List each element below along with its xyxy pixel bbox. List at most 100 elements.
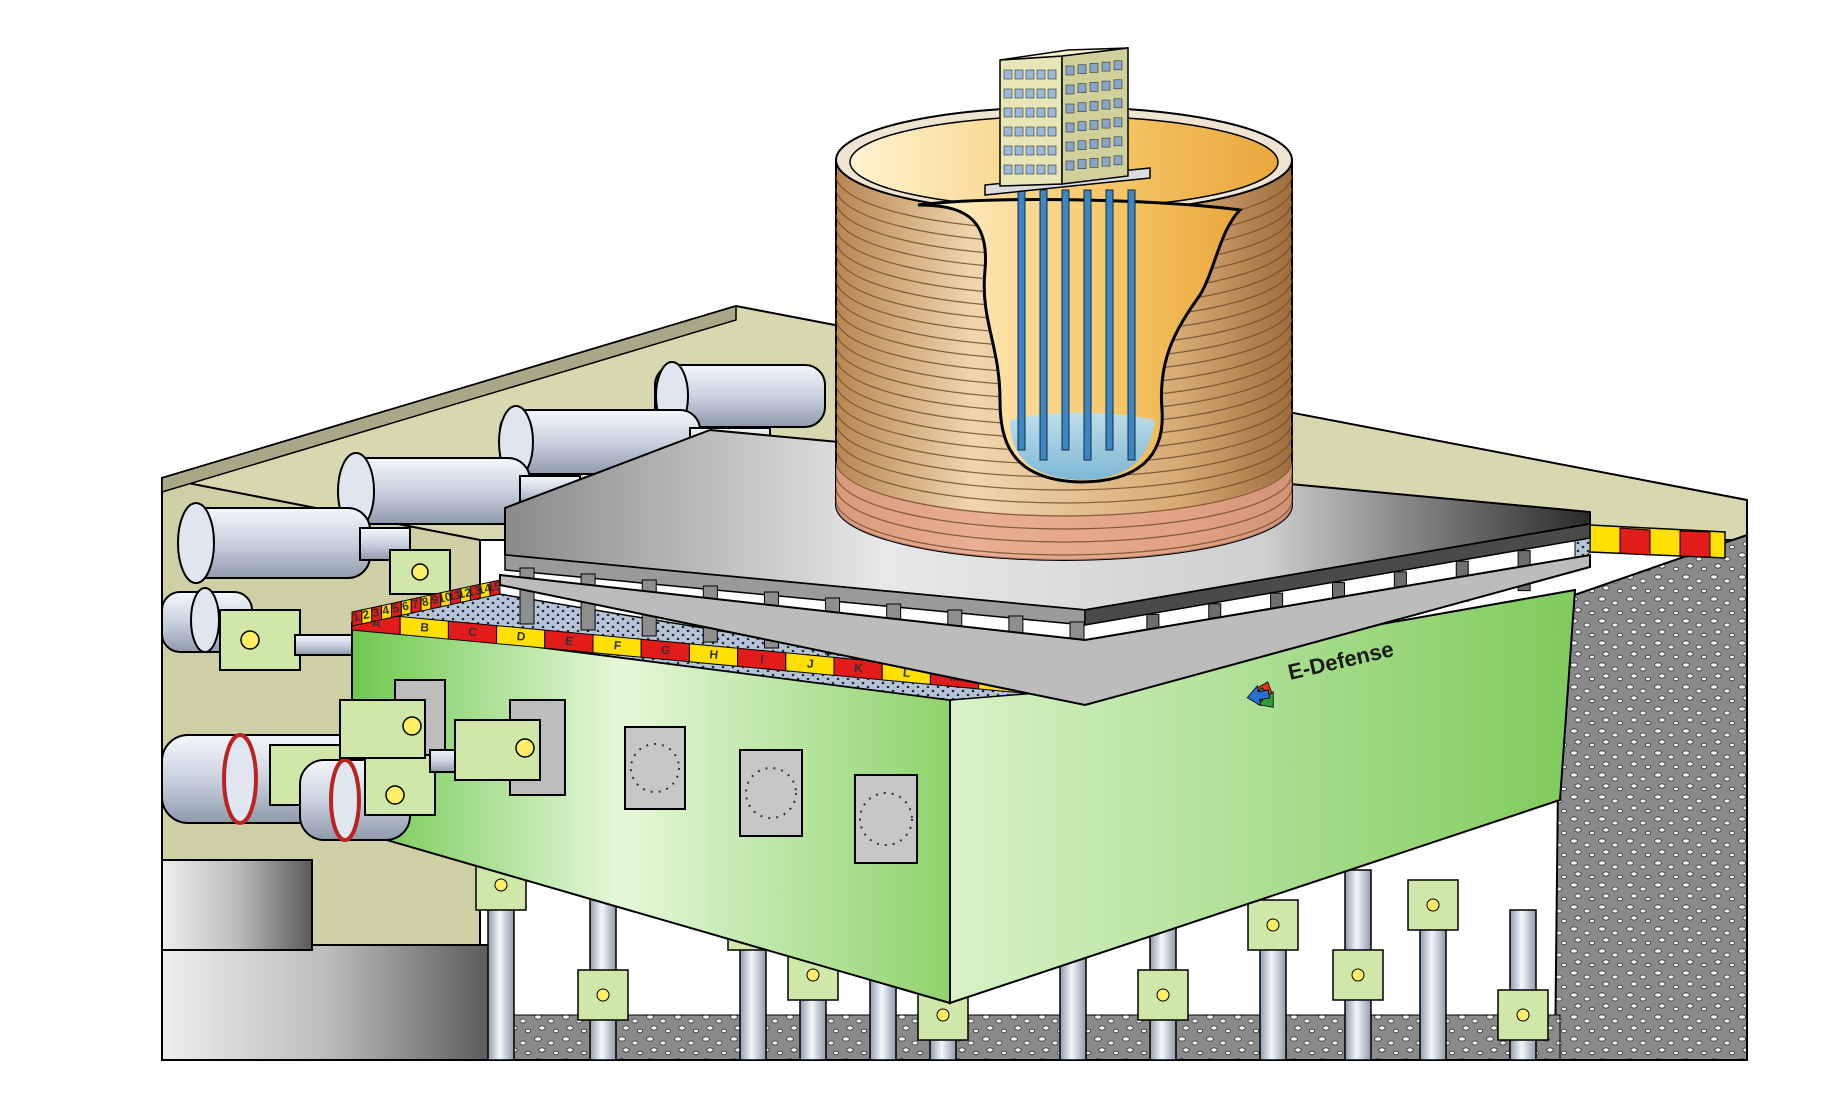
back-strip-label: 1: [351, 609, 361, 624]
logo-arrows-icon: [1246, 681, 1274, 708]
pile: [1061, 189, 1070, 451]
front-strip-label: I: [760, 652, 765, 666]
building-window: [1065, 122, 1075, 133]
building-window: [1047, 126, 1057, 137]
building-window: [1077, 159, 1087, 169]
building-window: [1113, 79, 1123, 90]
back-strip-label: 8: [420, 594, 430, 609]
actuator-front-2: [299, 749, 491, 842]
front-strip-label: F: [613, 638, 622, 653]
back-strip-label: 13: [466, 583, 482, 600]
back-strip-label: 3: [371, 605, 381, 620]
building-window: [1113, 155, 1123, 166]
building-window: [1113, 98, 1123, 109]
piles: [1017, 189, 1136, 461]
vertical-actuator-pin: [1156, 988, 1170, 1002]
building-window: [1089, 139, 1099, 149]
front-strip-label: K: [854, 661, 864, 676]
pile: [1039, 189, 1048, 461]
vertical-actuator-pin: [1266, 918, 1280, 932]
building-window: [1036, 107, 1046, 118]
tank-ring: [835, 460, 1293, 517]
tank-ring: [835, 486, 1293, 543]
building-window: [1036, 88, 1046, 99]
building-window: [1077, 83, 1087, 93]
pile: [1127, 189, 1136, 461]
building-window: [1036, 69, 1046, 80]
vertical-actuator-pin: [494, 878, 508, 892]
building-window: [1036, 145, 1046, 156]
back-strip-label: 2: [361, 607, 371, 622]
front-strip-label: L: [902, 665, 911, 680]
back-strip-label: 4: [381, 603, 391, 618]
building-window: [1101, 61, 1111, 72]
building-window: [1025, 126, 1035, 137]
back-strip-label: 15: [486, 579, 502, 596]
back-strip-label: 12: [457, 585, 473, 602]
pile: [1017, 189, 1026, 451]
back-strip-label: 5: [391, 601, 401, 616]
building-window: [1077, 64, 1087, 74]
building-window: [1065, 160, 1075, 171]
building-window: [1113, 117, 1123, 128]
building-window: [1101, 118, 1111, 129]
building-window: [1113, 136, 1123, 147]
building-window: [1047, 107, 1057, 118]
pit-right-gravel: [1553, 533, 1748, 1061]
platform-lower-plate: [499, 553, 1591, 707]
vertical-actuator-pin: [1516, 1008, 1530, 1022]
actuator-front-3: [339, 699, 541, 781]
building-window: [1047, 164, 1057, 175]
building-window: [1014, 164, 1024, 175]
back-strip-label: 10: [437, 589, 453, 606]
front-strip-label: B: [420, 620, 430, 635]
actuator-h-5: [161, 587, 366, 671]
pit-top-edge: [161, 304, 737, 494]
building-window: [1089, 158, 1099, 168]
building-window: [1025, 88, 1035, 99]
pit-lower-block: [161, 944, 493, 1061]
building-window: [1014, 145, 1024, 156]
platform-right-edge: [1084, 523, 1591, 626]
building-window: [1089, 101, 1099, 111]
pile: [1105, 189, 1114, 451]
building-window: [1101, 137, 1111, 148]
building-window: [1003, 126, 1013, 137]
building-window: [1025, 107, 1035, 118]
back-strip-label: 11: [447, 587, 463, 603]
building-window: [1113, 60, 1123, 71]
back-strip-label: 7: [411, 596, 421, 611]
building-window: [1047, 69, 1057, 80]
building-windows: [1003, 60, 1123, 175]
building-window: [1077, 121, 1087, 131]
building-window: [1089, 63, 1099, 73]
front-strip-label: H: [709, 647, 719, 662]
front-strip-label: C: [468, 625, 478, 640]
building-window: [1101, 156, 1111, 167]
building-window: [1101, 80, 1111, 91]
building-window: [1014, 88, 1024, 99]
building-window: [1047, 88, 1057, 99]
front-panel-4: [739, 749, 803, 837]
front-strip-label: D: [516, 629, 526, 644]
building: [984, 47, 1151, 196]
building-window: [1065, 65, 1075, 76]
building-window: [1014, 126, 1024, 137]
tank-ring: [835, 447, 1293, 504]
front-panel-3: [624, 726, 686, 810]
building-window: [1003, 145, 1013, 156]
tank-ring: [835, 434, 1293, 491]
building-window: [1003, 107, 1013, 118]
building-window: [1101, 99, 1111, 110]
back-strip-cell: [489, 579, 501, 597]
building-window: [1025, 164, 1035, 175]
back-strip-label: 9: [430, 592, 440, 607]
building-window: [1036, 126, 1046, 137]
building-window: [1036, 164, 1046, 175]
front-panel-5: [854, 774, 918, 864]
vertical-actuator-pin: [1351, 968, 1365, 982]
platform-rib: [519, 567, 535, 625]
building-window: [1003, 164, 1013, 175]
